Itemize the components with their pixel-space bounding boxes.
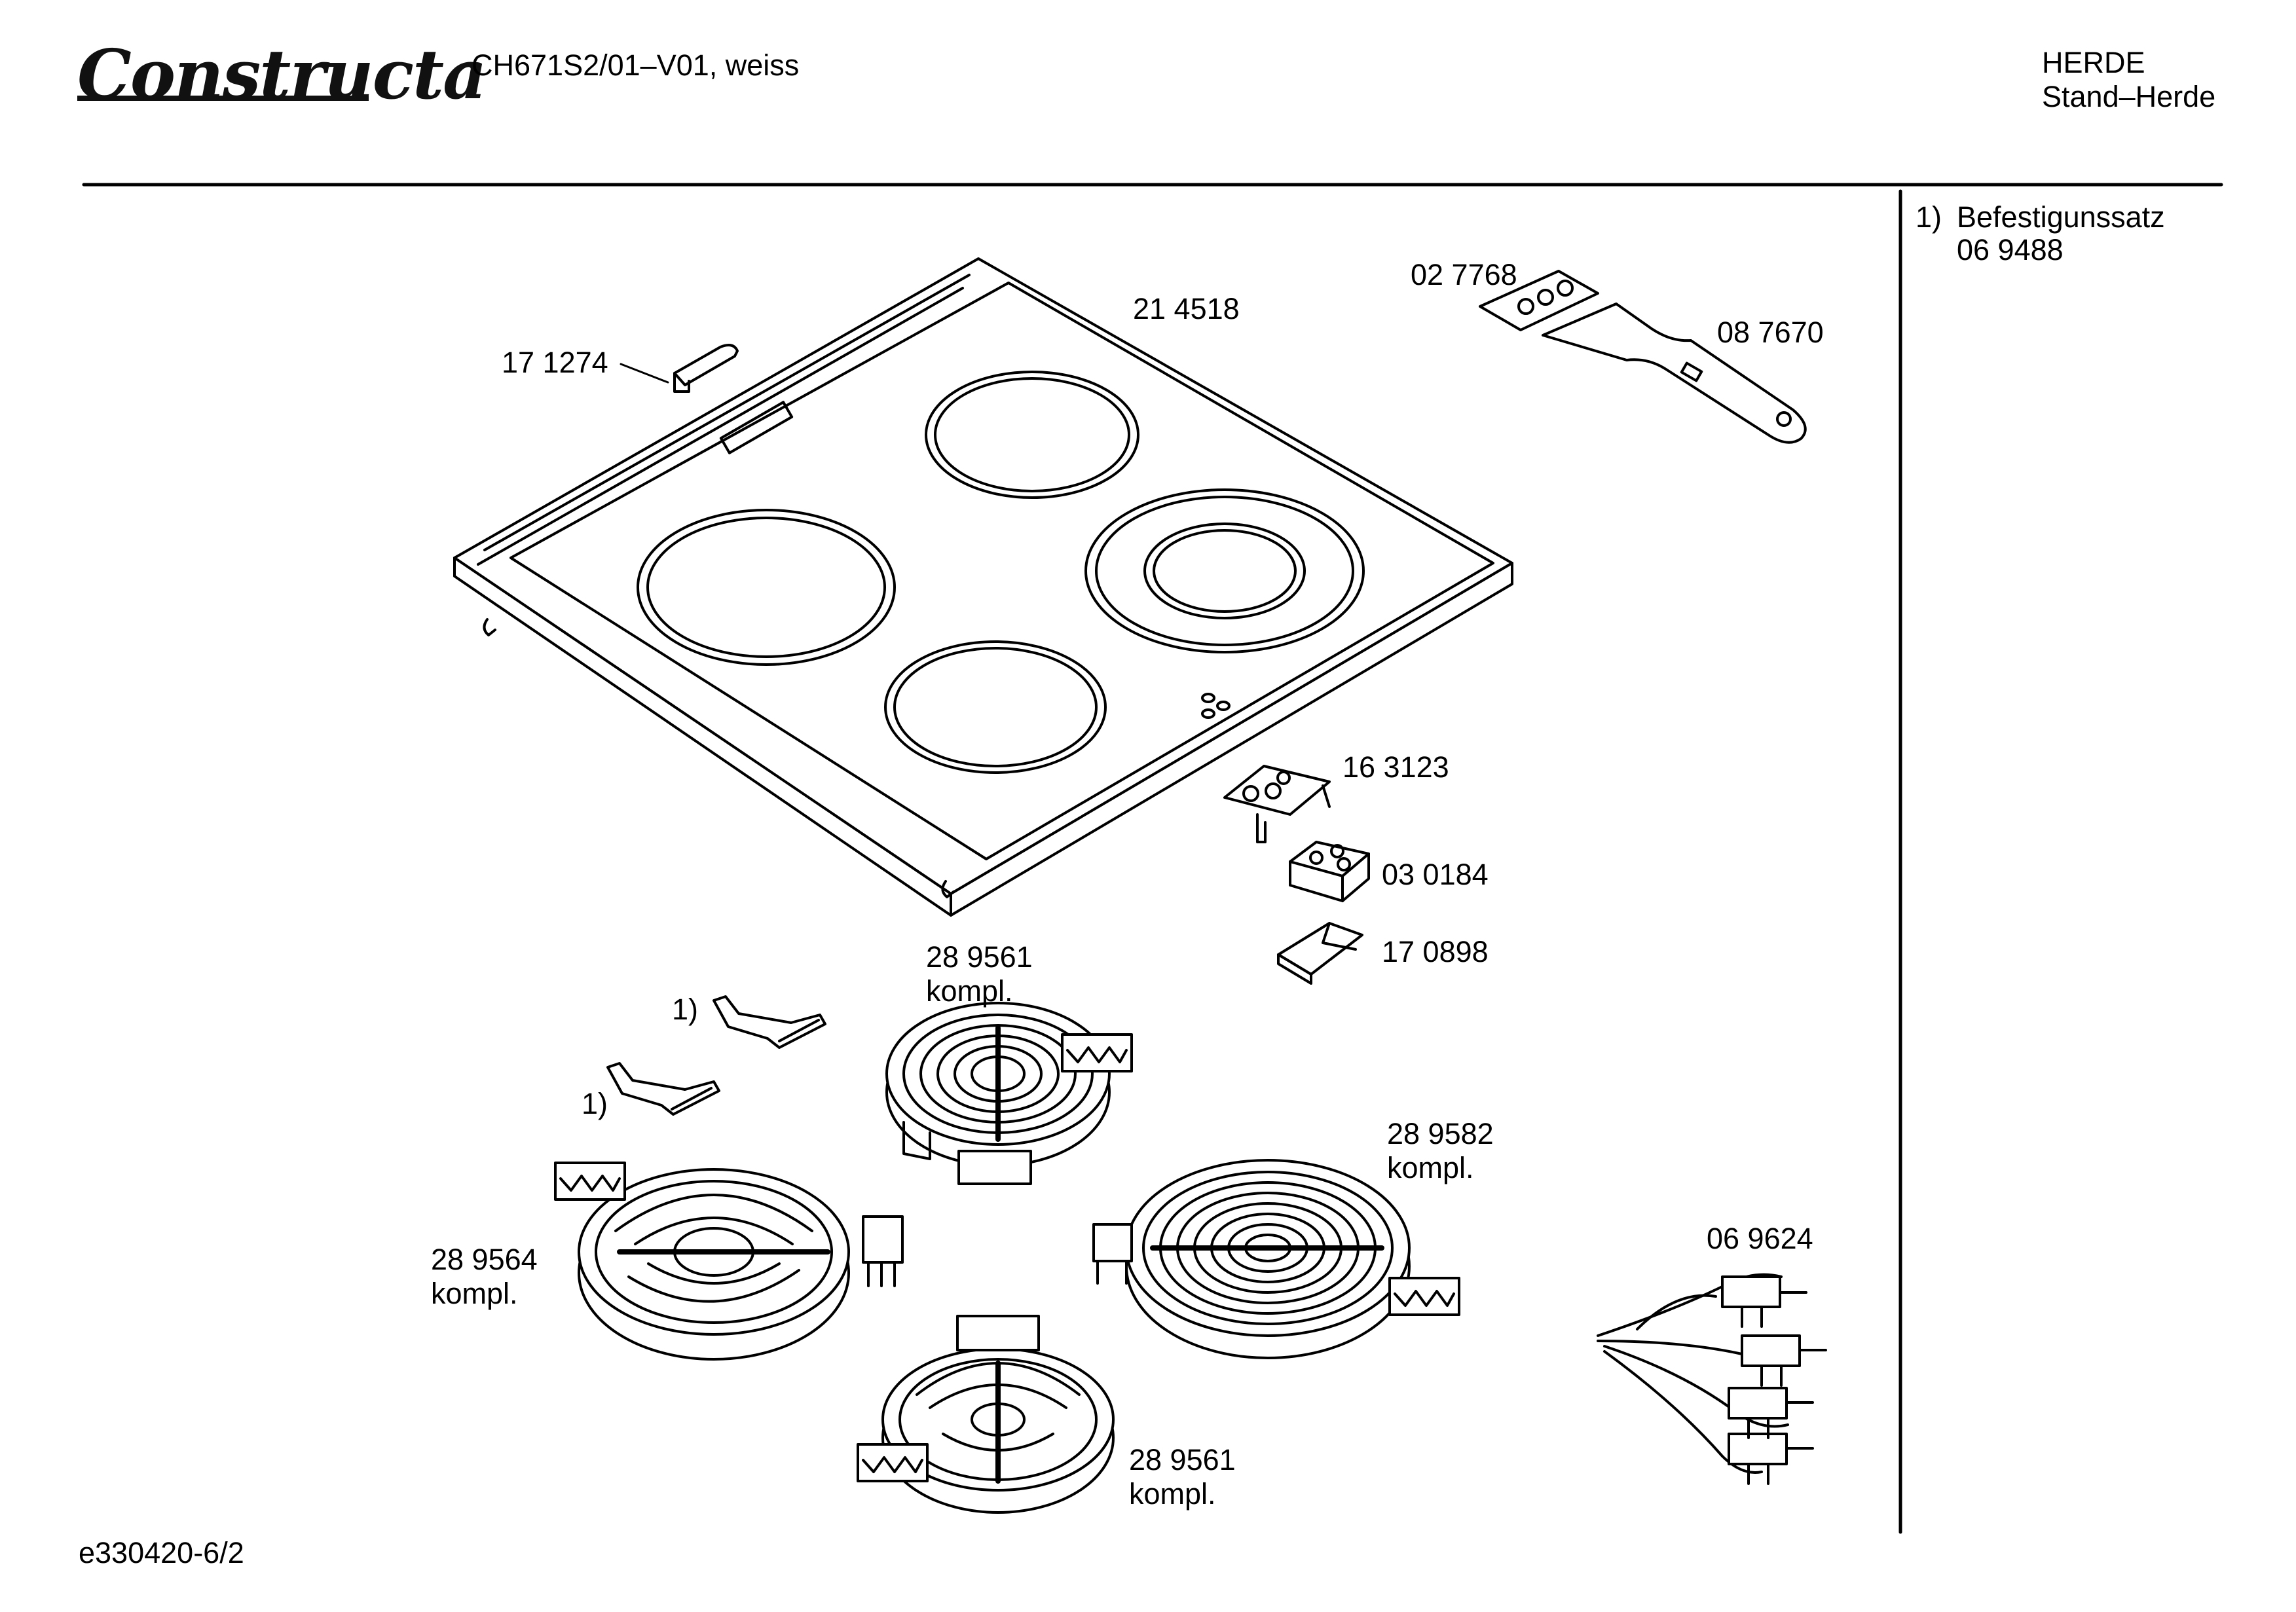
document-id: e330420-6/2 xyxy=(79,1536,244,1569)
label-heater-bottom: 28 9561 xyxy=(1129,1443,1236,1476)
label-wiring-harness: 06 9624 xyxy=(1707,1222,1813,1255)
label-bracket-lower: 1) xyxy=(582,1087,608,1120)
scraper-drawing xyxy=(1479,270,1807,444)
label-heater-left-kompl: kompl. xyxy=(431,1277,518,1310)
bracket-lower-drawing xyxy=(606,1062,720,1116)
cooktop-drawing xyxy=(453,257,1513,917)
heater-symbol-top xyxy=(1061,1033,1133,1072)
heater-left-drawing xyxy=(578,1168,904,1361)
heater-bottom-drawing xyxy=(881,1315,1115,1514)
brand-logo-underline xyxy=(77,96,369,101)
knob-clip-drawing xyxy=(620,344,739,393)
heater-top-drawing xyxy=(885,1002,1111,1185)
note-part-number: 06 9488 xyxy=(1957,233,2064,266)
terminal-block-drawing xyxy=(1289,841,1370,902)
label-heater-bottom-kompl: kompl. xyxy=(1129,1477,1216,1511)
label-bracket-upper: 1) xyxy=(672,993,699,1026)
label-knob-clip: 17 1274 xyxy=(502,346,608,379)
note-title: Befestigunssatz xyxy=(1957,200,2165,234)
label-terminal-holder: 16 3123 xyxy=(1342,750,1449,784)
label-cooktop: 21 4518 xyxy=(1133,292,1240,325)
label-heater-left: 28 9564 xyxy=(431,1243,538,1276)
label-heater-top: 28 9561 xyxy=(926,940,1033,974)
heater-symbol-left xyxy=(554,1162,626,1201)
label-terminal-block: 03 0184 xyxy=(1382,858,1489,891)
label-heater-right: 28 9582 xyxy=(1387,1117,1494,1150)
terminal-holder-drawing xyxy=(1223,765,1331,843)
label-scraper: 08 7670 xyxy=(1717,316,1824,349)
label-terminal-cover: 17 0898 xyxy=(1382,935,1489,968)
heater-right-drawing xyxy=(1092,1159,1411,1359)
terminal-cover-drawing xyxy=(1277,922,1363,985)
category-label: HERDE xyxy=(2042,46,2145,79)
subcategory-label: Stand–Herde xyxy=(2042,80,2216,113)
bracket-upper-drawing xyxy=(713,995,826,1049)
model-label: CH671S2/01–V01, weiss xyxy=(472,48,800,82)
brand-logo: Constructa xyxy=(77,34,487,115)
heater-symbol-right xyxy=(1388,1277,1460,1316)
note-marker: 1) xyxy=(1916,200,1942,234)
label-heater-right-kompl: kompl. xyxy=(1387,1151,1474,1184)
label-heater-top-kompl: kompl. xyxy=(926,974,1013,1008)
heater-symbol-bottom xyxy=(857,1443,929,1482)
label-scraper-blade: 02 7768 xyxy=(1411,258,1517,291)
wiring-harness-drawing xyxy=(1597,1273,1827,1485)
